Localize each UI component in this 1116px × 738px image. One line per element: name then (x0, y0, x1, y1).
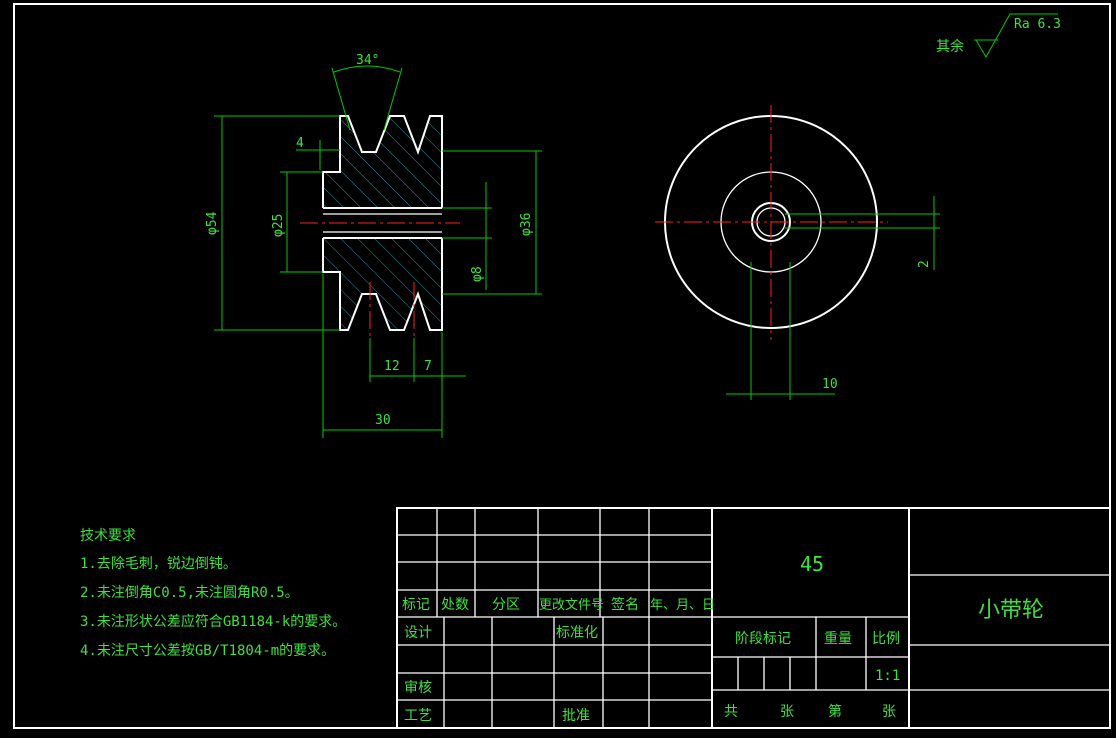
role-approve: 批准 (562, 708, 590, 724)
dim-outer-dia: φ54 (205, 211, 220, 235)
role-review: 审核 (404, 680, 432, 696)
sheet-nth: 第 (828, 703, 842, 720)
dim-groove-offset: 7 (424, 359, 432, 374)
scale-label: 比例 (872, 631, 900, 647)
lower-outline (322, 238, 443, 331)
dim-bore-dia: φ8 (470, 266, 485, 282)
dim-angle: 34° (356, 53, 379, 68)
weight-label: 重量 (824, 631, 852, 647)
roughness-symbol-icon (974, 13, 1058, 59)
role-standard: 标准化 (556, 625, 598, 641)
dim-keyway-width: 2 (917, 260, 932, 268)
header-zone: 分区 (492, 597, 520, 613)
title-block: 标记 处数 分区 更改文件号 签名 年、月、日 设计 标准化 审核 工艺 批准 … (396, 507, 1111, 729)
dim-width: 30 (375, 413, 391, 428)
role-design: 设计 (404, 625, 432, 641)
surface-label: 其余 (936, 38, 964, 55)
header-count: 处数 (441, 597, 469, 613)
header-date: 年、月、日 (650, 598, 715, 613)
note-item: 2.未注倒角C0.5,未注圆角R0.5。 (80, 585, 299, 601)
surface-roughness: 其余 Ra 6.3 (936, 13, 1061, 59)
header-signature: 签名 (611, 596, 639, 613)
sheet-total: 共 (724, 704, 738, 720)
part-name: 小带轮 (978, 598, 1044, 623)
role-process: 工艺 (404, 708, 432, 724)
note-item: 1.去除毛刺，锐边倒钝。 (80, 556, 237, 572)
header-change-doc: 更改文件号 (539, 598, 604, 613)
dim-pitch-dia: φ36 (519, 213, 534, 236)
section-dimensions: 34° 4 φ54 φ25 φ36 φ8 12 7 (205, 53, 542, 438)
scale-value: 1:1 (875, 668, 900, 684)
header-mark: 标记 (402, 597, 430, 613)
dim-groove-depth: 4 (296, 136, 304, 151)
dim-groove-pitch: 12 (384, 359, 400, 374)
note-item: 4.未注尺寸公差按GB/T1804-m的要求。 (80, 643, 335, 659)
section-view (300, 115, 460, 338)
tech-notes: 技术要求 1.去除毛刺，锐边倒钝。 2.未注倒角C0.5,未注圆角R0.5。 3… (80, 528, 346, 659)
surface-ra: Ra 6.3 (1014, 17, 1061, 32)
notes-title: 技术要求 (80, 528, 136, 544)
sheet-sheets: 张 (780, 704, 794, 720)
dim-hub-dia: φ25 (271, 214, 286, 237)
upper-outline (322, 115, 443, 208)
stage-label: 阶段标记 (735, 631, 791, 647)
front-view: 2 10 (655, 105, 940, 400)
material: 45 (800, 552, 824, 576)
note-item: 3.未注形状公差应符合GB1184-k的要求。 (80, 613, 346, 630)
dim-keyway-depth: 10 (822, 377, 838, 392)
sheet-sheets-2: 张 (882, 704, 896, 720)
